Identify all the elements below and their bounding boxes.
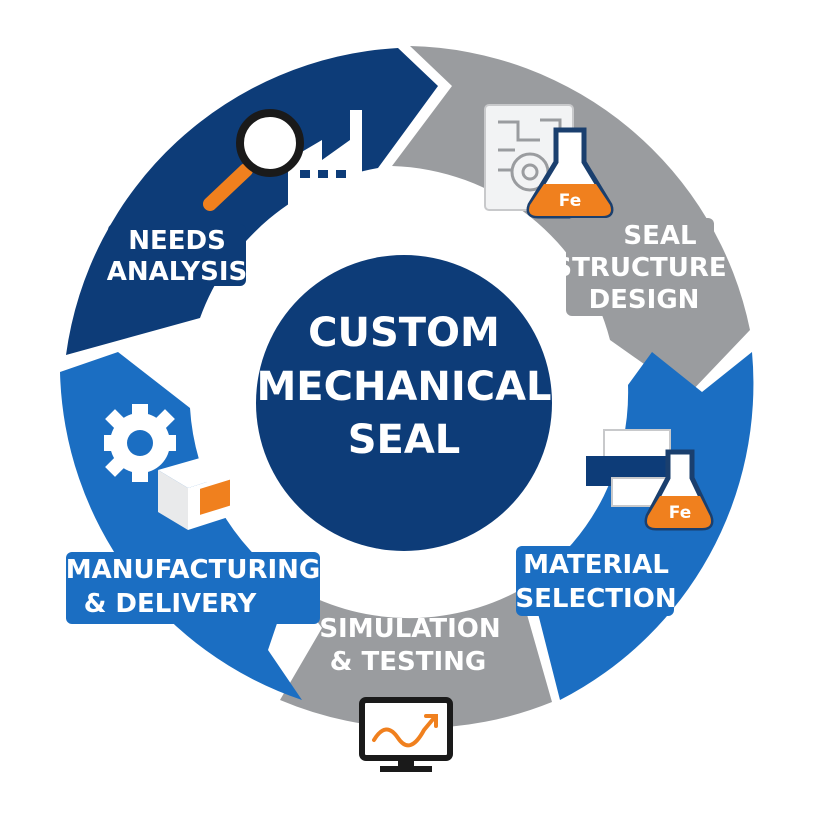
center-title-line-1: CUSTOM	[308, 310, 500, 356]
seal-line-2: STRUCTURE	[553, 253, 726, 283]
gear-box-icon	[104, 404, 244, 530]
seal-line-1: SEAL	[623, 221, 696, 251]
center-title-line-2: MECHANICAL	[256, 364, 551, 410]
needs-analysis-line-2: ANALYSIS	[107, 257, 247, 287]
flask-label-material: Fe	[669, 503, 691, 523]
manufacturing-delivery-label: MANUFACTURING & DELIVERY	[66, 552, 321, 624]
needs-analysis-label: NEEDS ANALYSIS	[107, 224, 247, 287]
seal-line-3: DESIGN	[589, 285, 700, 315]
center-circle	[256, 255, 552, 551]
simulation-line-1: SIMULATION	[319, 614, 500, 644]
material-line-2: SELECTION	[515, 584, 676, 614]
simulation-line-2: & TESTING	[330, 647, 486, 677]
magnifier-factory-icon	[203, 109, 362, 211]
center-title-line-3: SEAL	[348, 417, 461, 463]
needs-analysis-line-1: NEEDS	[128, 226, 226, 256]
blueprint-flask-icon: Fe	[484, 104, 614, 219]
material-selection-label: MATERIAL SELECTION	[515, 546, 677, 616]
material-blocks-flask-icon: Fe	[586, 429, 714, 531]
monitor-graph-icon	[359, 697, 453, 772]
simulation-testing-label: SIMULATION & TESTING	[319, 614, 500, 677]
seal-structure-design-label: SEAL STRUCTURE DESIGN	[553, 218, 727, 316]
material-line-1: MATERIAL	[523, 550, 669, 580]
segment-material-selection	[530, 352, 754, 700]
manufacturing-line-1: MANUFACTURING	[66, 555, 321, 585]
manufacturing-line-2: & DELIVERY	[84, 589, 258, 619]
segment-simulation-testing	[280, 585, 552, 729]
flask-label-design: Fe	[559, 191, 581, 211]
